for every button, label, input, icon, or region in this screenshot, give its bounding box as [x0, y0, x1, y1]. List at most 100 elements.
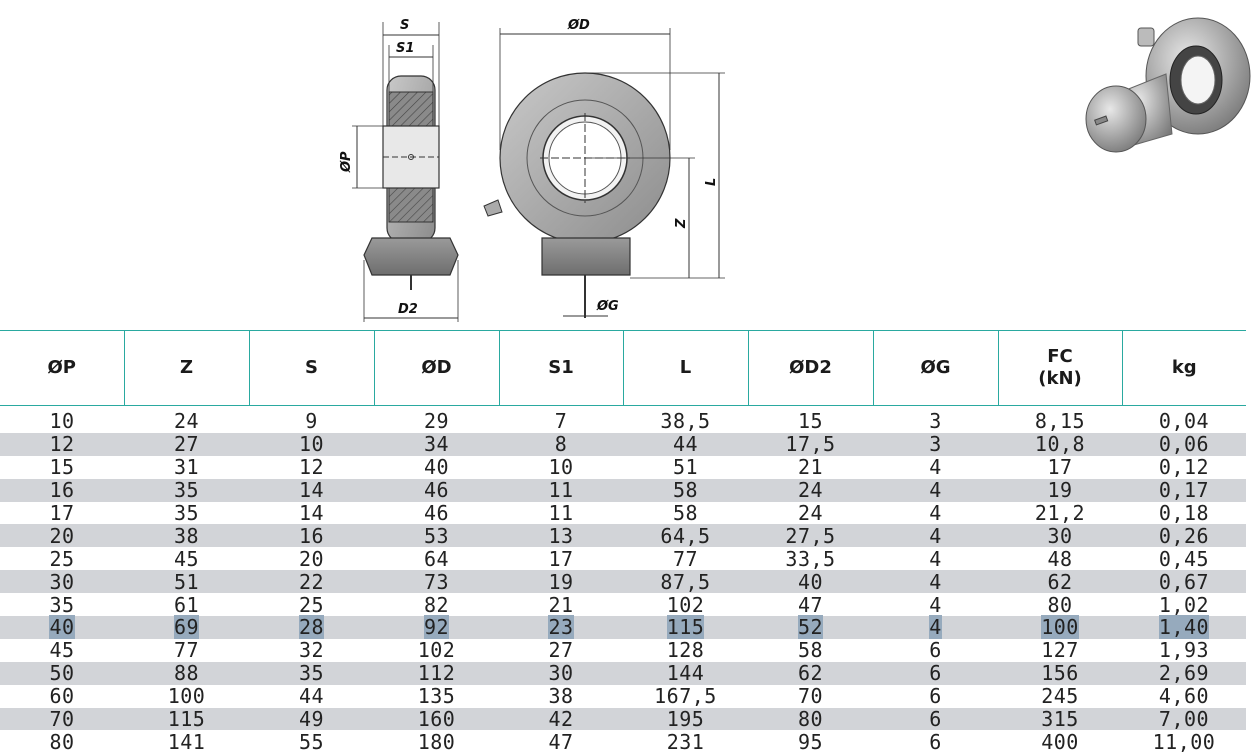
cell-s1: 11 — [499, 502, 623, 525]
cell-d: 92 — [374, 615, 499, 640]
col-header-fc-line2: (kN) — [1038, 368, 1082, 389]
cell-s: 35 — [249, 661, 374, 685]
cell-d2: 95 — [748, 730, 873, 753]
cell-value: 48 — [1047, 546, 1073, 571]
cell-s: 49 — [249, 707, 374, 731]
cell-value: 24 — [797, 501, 824, 525]
cell-d2: 33,5 — [748, 547, 873, 570]
cell-value: 77 — [173, 638, 200, 663]
cell-value: 24 — [797, 478, 824, 503]
dim-s-label: S — [400, 18, 409, 33]
cell-d: 112 — [374, 661, 499, 685]
cell-value: 88 — [173, 661, 200, 686]
cell-l: 51 — [623, 456, 748, 479]
cell-value: 4 — [929, 592, 942, 617]
cell-value: 12 — [49, 432, 75, 457]
cell-value: 1,40 — [1158, 615, 1210, 640]
cell-p: 15 — [0, 456, 124, 479]
cell-value: 6 — [929, 638, 942, 663]
cell-fc: 30 — [998, 524, 1122, 548]
cell-d: 34 — [374, 432, 499, 456]
cell-p: 60 — [0, 685, 124, 708]
cell-fc: 21,2 — [998, 502, 1122, 525]
cell-g: 4 — [873, 570, 998, 594]
cell-value: 30 — [548, 661, 574, 686]
cell-value: 47 — [797, 592, 824, 617]
cell-value: 23 — [548, 615, 574, 640]
cell-fc: 100 — [998, 615, 1122, 640]
cell-p: 70 — [0, 707, 124, 731]
cell-value: 45 — [173, 546, 200, 571]
cell-s1: 47 — [499, 730, 623, 753]
cell-value: 102 — [666, 592, 705, 617]
cell-value: 100 — [167, 684, 206, 709]
cell-value: 15 — [49, 455, 75, 480]
cell-s1: 7 — [499, 406, 623, 433]
cell-d: 64 — [374, 547, 499, 570]
cell-value: 21,2 — [1034, 501, 1086, 525]
cell-value: 46 — [423, 478, 450, 503]
cell-kg: 0,06 — [1122, 432, 1246, 456]
cell-s: 44 — [249, 685, 374, 708]
cell-z: 51 — [124, 570, 249, 594]
cell-value: 60 — [49, 684, 75, 709]
cell-value: 14 — [298, 501, 325, 525]
cell-value: 315 — [1041, 707, 1079, 732]
cell-s1: 8 — [499, 432, 623, 457]
cell-value: 3 — [929, 409, 942, 434]
cell-value: 32 — [298, 638, 325, 663]
cell-s1: 38 — [499, 685, 623, 708]
cell-d: 53 — [374, 524, 499, 548]
cell-value: 27 — [548, 638, 574, 663]
col-header-s1: S1 — [498, 330, 623, 406]
cell-value: 102 — [417, 638, 456, 663]
cell-fc: 156 — [998, 661, 1122, 685]
cell-value: 144 — [666, 661, 705, 686]
cell-z: 24 — [124, 406, 249, 433]
cell-value: 40 — [49, 615, 75, 640]
cell-value: 2,69 — [1158, 661, 1210, 686]
cell-z: 115 — [124, 707, 249, 731]
cell-s: 9 — [249, 406, 374, 433]
cell-value: 4 — [929, 478, 942, 503]
cell-value: 70 — [797, 684, 824, 709]
cell-value: 80 — [797, 707, 824, 732]
cell-z: 77 — [124, 639, 249, 662]
cell-p: 16 — [0, 478, 124, 502]
cell-z: 100 — [124, 685, 249, 708]
dim-z-label: Z — [674, 218, 689, 229]
cell-s: 12 — [249, 456, 374, 479]
cell-d: 40 — [374, 456, 499, 479]
cell-z: 88 — [124, 661, 249, 686]
cell-g: 6 — [873, 639, 998, 662]
cell-value: 52 — [797, 615, 824, 640]
cell-d: 102 — [374, 639, 499, 662]
cell-value: 135 — [417, 684, 456, 709]
cell-kg: 4,60 — [1122, 685, 1246, 708]
cell-value: 82 — [423, 592, 450, 617]
cell-value: 17 — [548, 546, 574, 571]
cell-value: 35 — [173, 501, 200, 525]
cell-value: 10 — [49, 409, 75, 434]
cell-kg: 1,93 — [1122, 639, 1246, 662]
cell-value: 30 — [49, 569, 75, 594]
cell-value: 10 — [298, 432, 325, 457]
col-header-kg: kg — [1121, 330, 1246, 406]
cell-value: 55 — [298, 729, 325, 754]
cell-value: 58 — [797, 638, 824, 663]
cell-value: 8 — [554, 432, 568, 457]
cell-value: 24 — [173, 409, 200, 434]
cell-l: 195 — [623, 707, 748, 731]
cell-value: 160 — [417, 707, 456, 732]
cell-value: 4,60 — [1158, 684, 1210, 709]
cell-p: 40 — [0, 615, 124, 640]
cell-fc: 10,8 — [998, 432, 1122, 456]
cell-value: 115 — [666, 615, 705, 640]
cell-l: 115 — [623, 615, 748, 640]
cell-fc: 8,15 — [998, 406, 1122, 433]
cell-value: 35 — [49, 592, 75, 617]
